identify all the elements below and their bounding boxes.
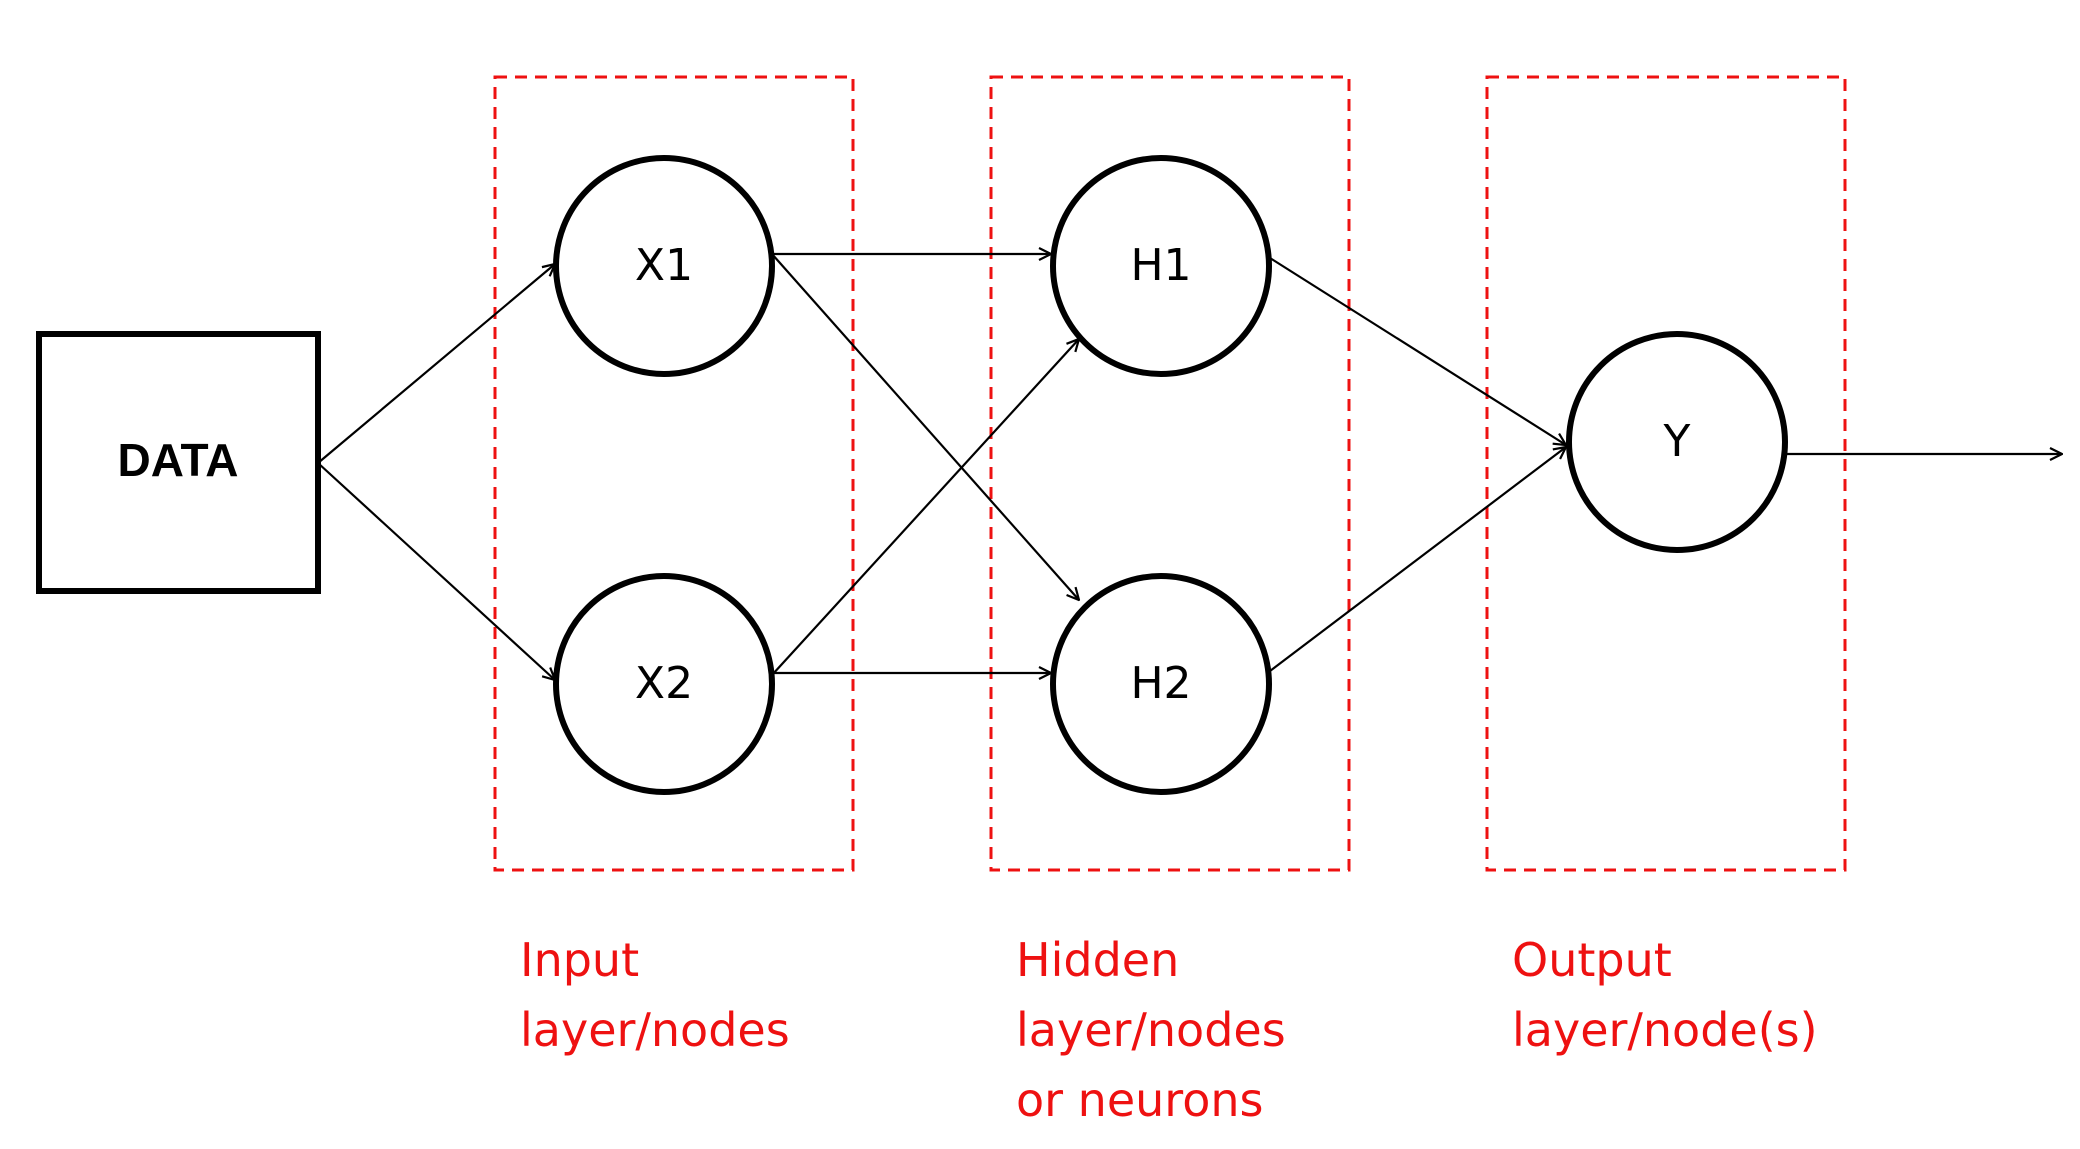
- hidden-caption-line-1: Hidden: [1016, 933, 1180, 987]
- input-layer-caption: Input layer/nodes: [520, 925, 790, 1065]
- output-layer-caption: Output layer/node(s): [1512, 925, 1818, 1065]
- node-h2-label: H2: [1130, 658, 1191, 709]
- output-layer-box: [1485, 75, 1847, 872]
- node-x2: X2: [553, 573, 775, 795]
- edge-x1-h2: [771, 253, 1079, 600]
- hidden-layer-box: [989, 75, 1351, 872]
- input-caption-line-1: Input: [520, 933, 640, 987]
- hidden-caption-line-3: or neurons: [1016, 1073, 1264, 1127]
- edge-h2-y: [1269, 447, 1566, 672]
- node-x2-label: X2: [635, 658, 693, 709]
- output-caption-line-2: layer/node(s): [1512, 1003, 1818, 1057]
- edge-data-x2: [317, 462, 555, 680]
- node-h1-label: H1: [1130, 240, 1191, 291]
- edge-h1-y: [1269, 257, 1566, 445]
- data-box: [36, 331, 321, 594]
- hidden-layer-caption: Hidden layer/nodes or neurons: [1016, 925, 1286, 1135]
- output-caption-line-1: Output: [1512, 933, 1672, 987]
- edge-data-x1: [317, 264, 555, 464]
- node-h1: H1: [1050, 155, 1272, 377]
- node-h2: H2: [1050, 573, 1272, 795]
- input-layer-box: [493, 75, 855, 872]
- node-y-label: Y: [1663, 416, 1691, 467]
- node-x1-label: X1: [635, 240, 693, 291]
- node-x1: X1: [553, 155, 775, 377]
- input-caption-line-2: layer/nodes: [520, 1003, 790, 1057]
- edge-x2-h1: [771, 339, 1079, 676]
- node-y: Y: [1566, 331, 1788, 553]
- data-label: DATA: [118, 434, 239, 486]
- hidden-caption-line-2: layer/nodes: [1016, 1003, 1286, 1057]
